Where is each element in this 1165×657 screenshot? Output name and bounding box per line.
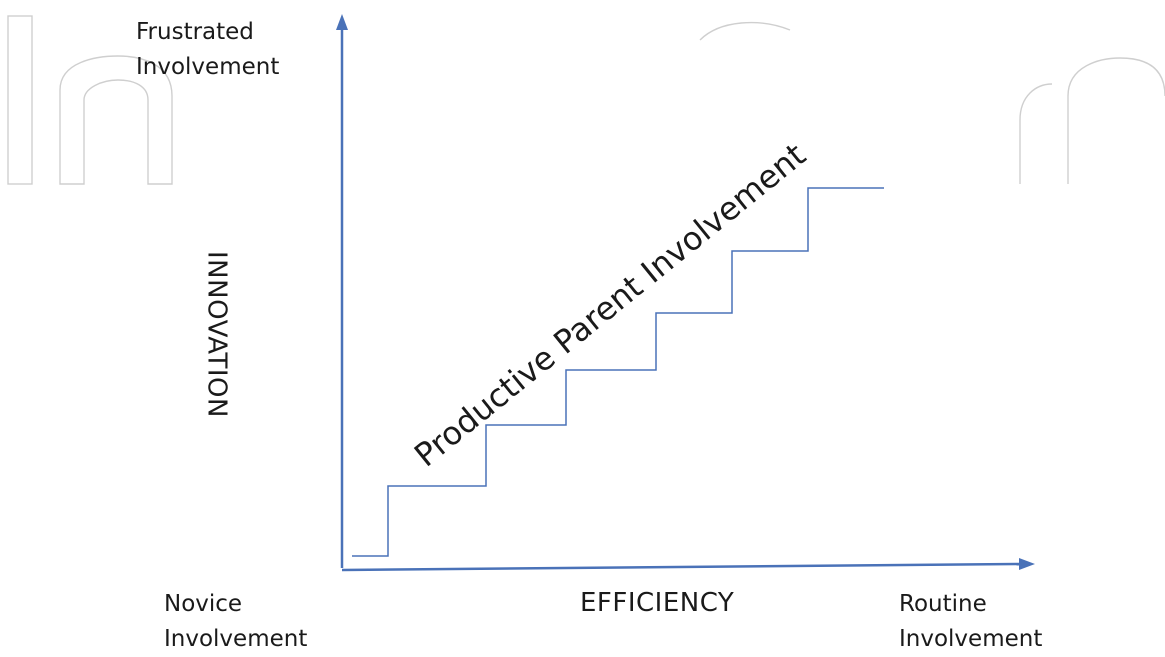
novice-involvement-label: Novice Involvement xyxy=(164,591,308,652)
x-axis-arrowhead xyxy=(1019,558,1035,570)
y-axis-label: INNOVATION xyxy=(201,251,232,418)
watermark xyxy=(7,15,1165,185)
x-axis-line xyxy=(341,562,1021,572)
staircase-line xyxy=(352,187,884,557)
routine-involvement-label: Routine Involvement xyxy=(899,591,1043,652)
x-axis-label: EFFICIENCY xyxy=(580,588,735,618)
y-axis-arrowhead xyxy=(336,14,348,30)
axes xyxy=(336,14,1035,572)
frustrated-involvement-label: Frustrated Involvement xyxy=(136,19,280,80)
